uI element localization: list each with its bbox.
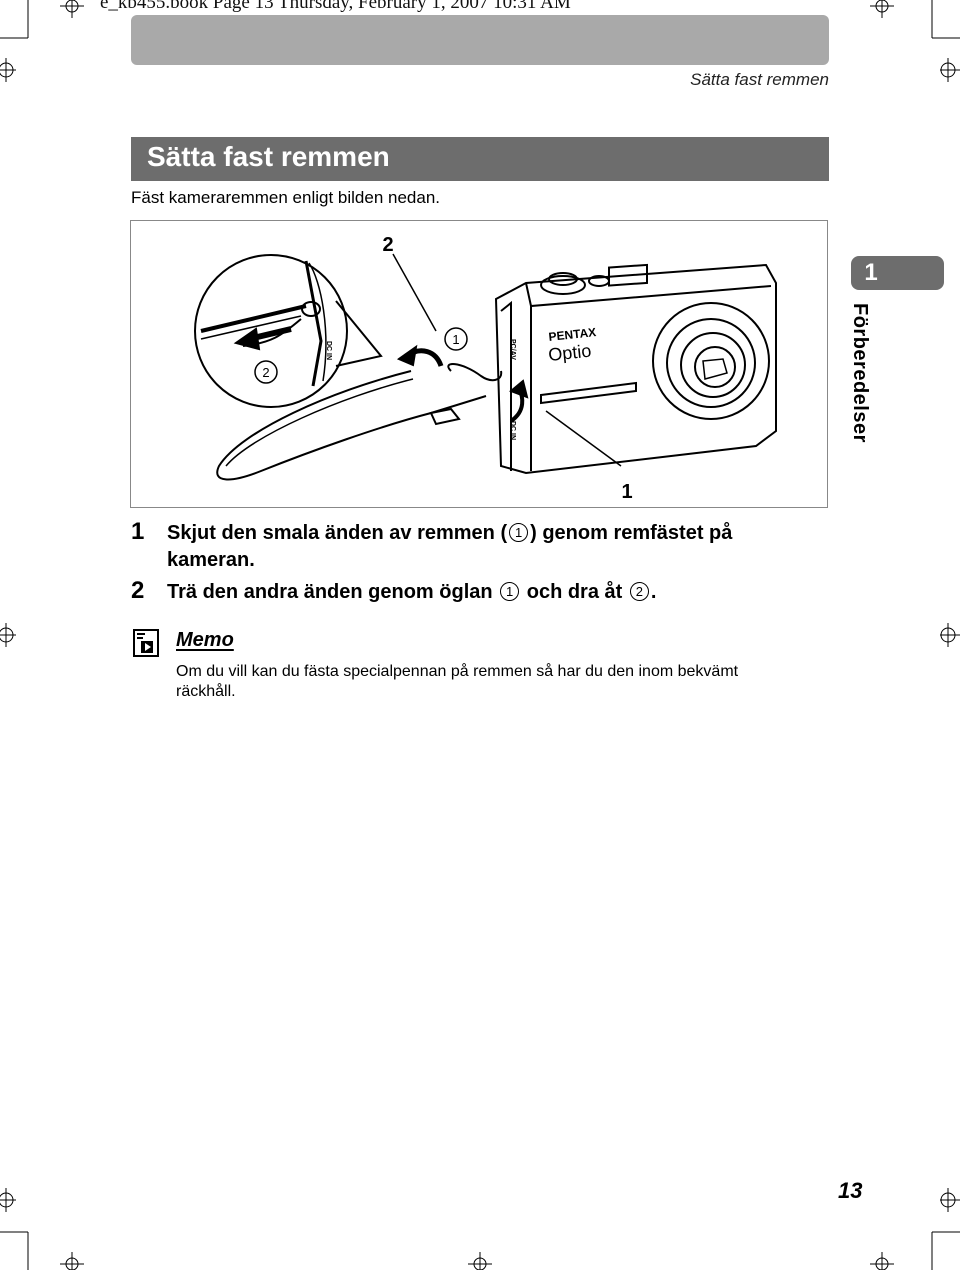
callout-circle-1: 1: [452, 332, 459, 347]
printer-slug: e_kb455.book Page 13 Thursday, February …: [100, 0, 571, 13]
header-bar: [131, 15, 829, 65]
step-number: 2: [131, 577, 145, 604]
memo-icon: [133, 629, 159, 657]
chapter-tab-number: 1: [864, 259, 878, 286]
page-number: 13: [838, 1178, 863, 1203]
inset-port-label: DC IN: [325, 341, 332, 360]
camera-strap-drawing: 2 1 2 1 PENTAX Optio PC/AV DC IN DC IN: [194, 234, 777, 503]
memo-text: Om du vill kan du fästa specialpennan på…: [176, 663, 739, 700]
chapter-tab-label: Förberedelser: [849, 303, 871, 443]
callout-top-number: 2: [382, 234, 393, 256]
step-text: Trä den andra änden genom öglan 1 och dr…: [167, 581, 657, 603]
step-1: 1 Skjut den smala änden av remmen (1) ge…: [131, 520, 807, 574]
step-text: Skjut den smala änden av remmen (1) geno…: [167, 522, 733, 571]
camera-lens: [652, 302, 770, 420]
running-head: Sätta fast remmen: [690, 70, 829, 89]
step-2: 2 Trä den andra änden genom öglan 1 och …: [131, 579, 807, 606]
port-label-pcav: PC/AV: [509, 339, 516, 360]
model-logo: Optio: [547, 341, 592, 365]
port-label-dcin: DC IN: [509, 421, 516, 440]
chapter-tab: [851, 256, 944, 290]
strap-illustration: 2 1 2 1 PENTAX Optio PC/AV DC IN DC IN: [130, 220, 828, 508]
inset-pointer: [335, 300, 383, 367]
section-title-bar: [131, 137, 829, 181]
brand-logo: PENTAX: [548, 325, 597, 344]
zoom-inset: [194, 254, 348, 408]
callout-bottom-number: 1: [621, 481, 632, 503]
step-number: 1: [131, 518, 145, 545]
memo-title: Memo: [176, 629, 234, 651]
callout-circle-2: 2: [262, 365, 269, 380]
section-title: Sätta fast remmen: [147, 141, 390, 172]
intro-text: Fäst kameraremmen enligt bilden nedan.: [131, 188, 440, 207]
